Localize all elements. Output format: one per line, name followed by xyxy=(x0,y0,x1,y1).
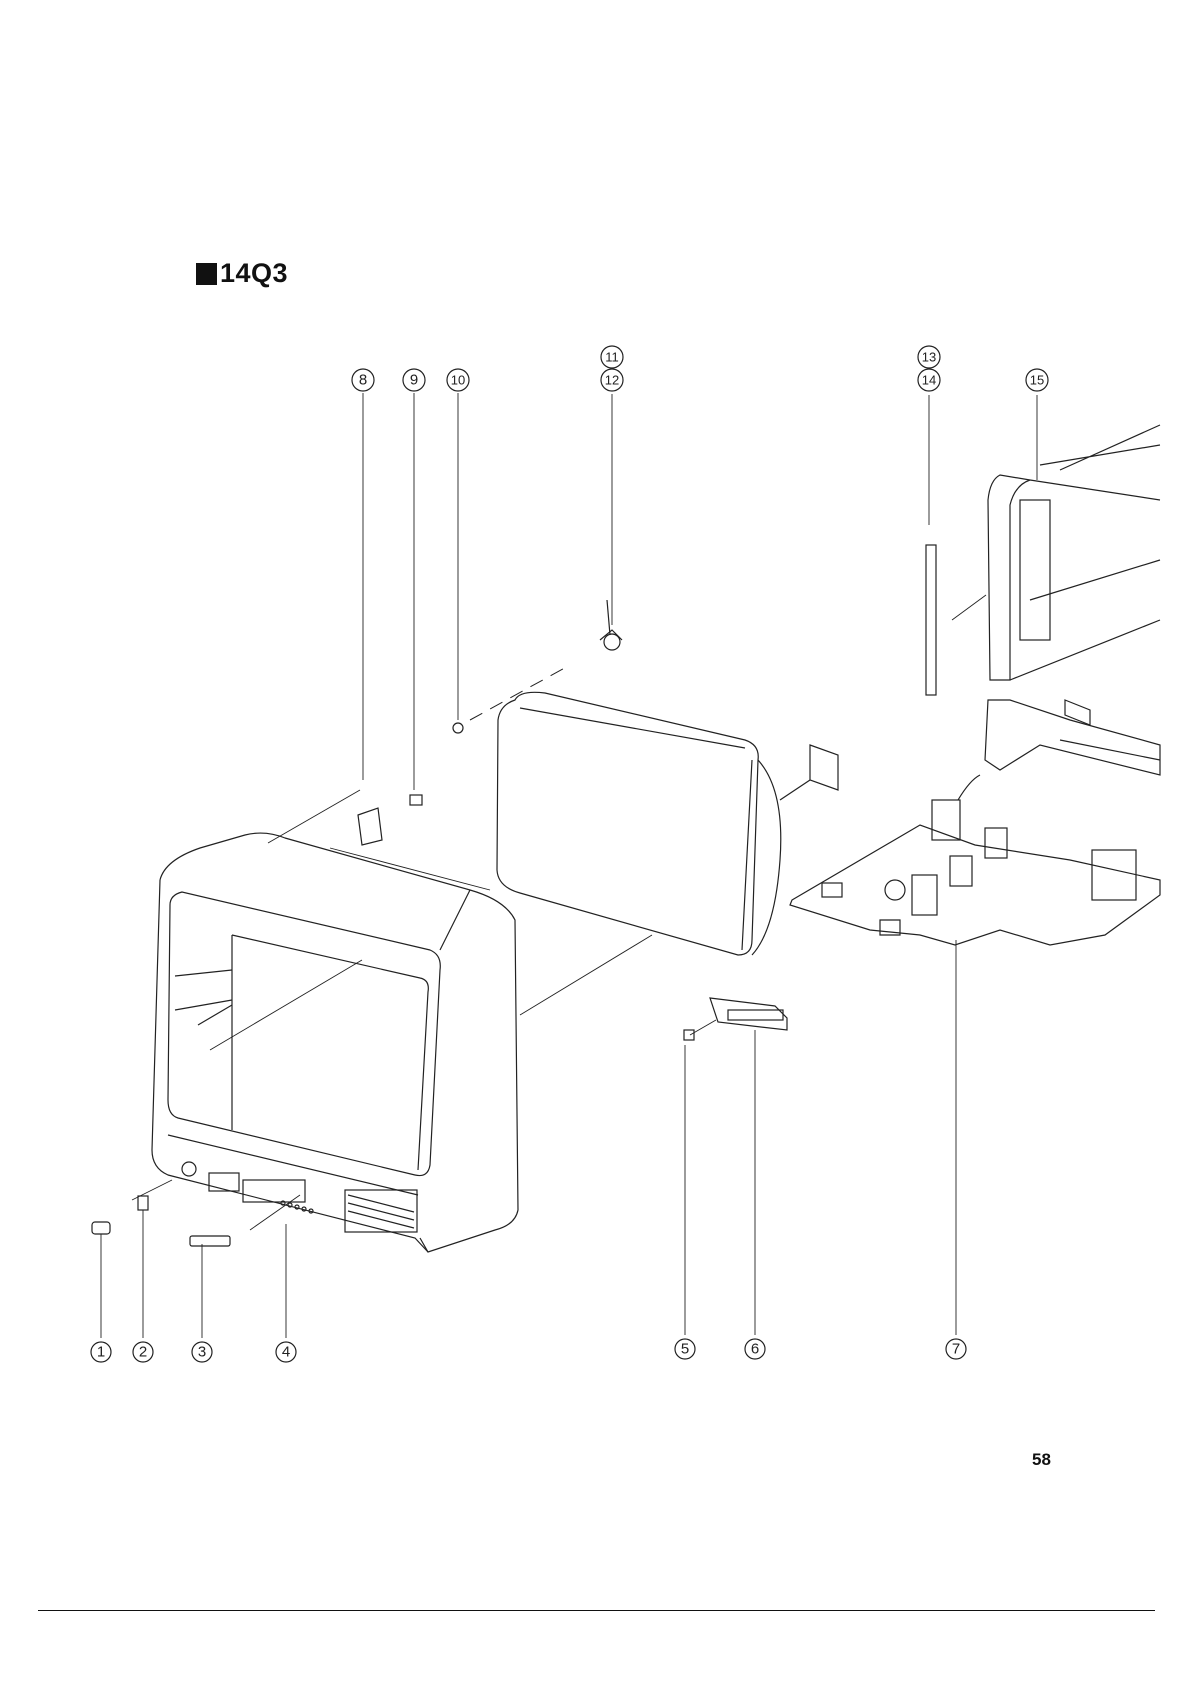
svg-text:3: 3 xyxy=(198,1344,206,1361)
svg-text:4: 4 xyxy=(282,1344,290,1361)
leader-lines xyxy=(101,393,1037,1338)
callout-1: 1 xyxy=(91,1342,111,1362)
svg-text:5: 5 xyxy=(681,1341,689,1358)
rear-chassis-frame xyxy=(985,425,1160,775)
footer-rule xyxy=(38,1610,1155,1611)
svg-text:15: 15 xyxy=(1030,373,1044,388)
svg-text:11: 11 xyxy=(605,350,619,365)
callout-9: 9 xyxy=(403,369,425,391)
insulating-strip xyxy=(926,545,936,695)
callout-11: 11 xyxy=(601,346,623,368)
front-cabinet xyxy=(152,833,518,1252)
callout-7: 7 xyxy=(946,1339,966,1359)
bracket-parts xyxy=(358,723,463,845)
callout-5: 5 xyxy=(675,1339,695,1359)
callout-15: 15 xyxy=(1026,369,1048,391)
callout-3: 3 xyxy=(192,1342,212,1362)
callout-8: 8 xyxy=(352,369,374,391)
picture-tube xyxy=(497,600,838,955)
power-button-parts xyxy=(92,1196,230,1246)
svg-text:10: 10 xyxy=(451,373,465,388)
svg-text:12: 12 xyxy=(605,373,619,388)
svg-text:14: 14 xyxy=(922,373,936,388)
page-number: 58 xyxy=(1032,1450,1051,1470)
main-chassis-board xyxy=(790,775,1160,945)
control-board xyxy=(684,998,787,1040)
svg-text:8: 8 xyxy=(359,372,367,389)
callout-12: 12 xyxy=(601,369,623,391)
svg-text:7: 7 xyxy=(952,1341,960,1358)
svg-text:9: 9 xyxy=(410,372,418,389)
callout-13: 13 xyxy=(918,346,940,368)
svg-text:6: 6 xyxy=(751,1341,759,1358)
callout-10: 10 xyxy=(447,369,469,391)
callout-14: 14 xyxy=(918,369,940,391)
svg-text:13: 13 xyxy=(922,350,936,365)
callout-2: 2 xyxy=(133,1342,153,1362)
callout-4: 4 xyxy=(276,1342,296,1362)
svg-text:1: 1 xyxy=(97,1344,105,1361)
callout-6: 6 xyxy=(745,1339,765,1359)
svg-text:2: 2 xyxy=(139,1344,147,1361)
